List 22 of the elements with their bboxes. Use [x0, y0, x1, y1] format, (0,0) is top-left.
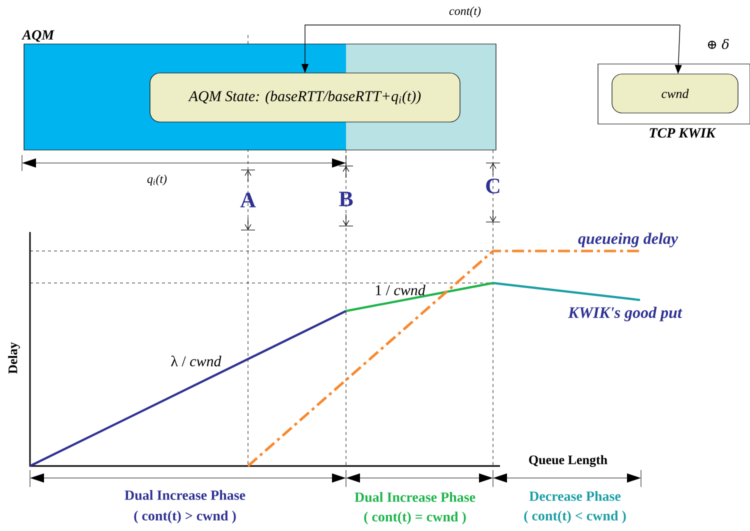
phase-label: Dual Increase Phase	[124, 490, 246, 500]
phase-label: ( cont(t) = cwnd )	[364, 512, 466, 524]
edge-label: cont(t)	[448, 6, 482, 18]
series-label: queueing delay	[578, 232, 678, 248]
state-box: AQM State: (baseRTT/baseRTT+q$_{i}$(t))	[150, 72, 460, 122]
axis-label: Queue Length	[529, 455, 608, 467]
phase-label: Dual Increase Phase	[354, 492, 476, 502]
phase-label: Decrease Phase	[529, 491, 621, 501]
point-label: C	[486, 178, 500, 194]
slope-label: 1 / cwnd	[376, 284, 426, 296]
node-label: AQM	[21, 30, 54, 42]
dimension-label: q$_{i}$(t)	[147, 174, 167, 186]
state-box: cwnd	[612, 74, 738, 114]
node-label: TCP KWIK	[650, 128, 716, 138]
point-label: B	[339, 192, 353, 206]
series-label: KWIK's good put	[568, 306, 682, 322]
axis-label: Delay	[8, 342, 20, 374]
point-label: A	[240, 192, 256, 208]
slope-label: λ / cwnd	[171, 356, 222, 366]
edge-label: ⊕ δ	[706, 38, 730, 50]
phase-label: ( cont(t) < cwnd )	[524, 510, 626, 524]
phase-label: ( cont(t) > cwnd )	[134, 510, 236, 524]
